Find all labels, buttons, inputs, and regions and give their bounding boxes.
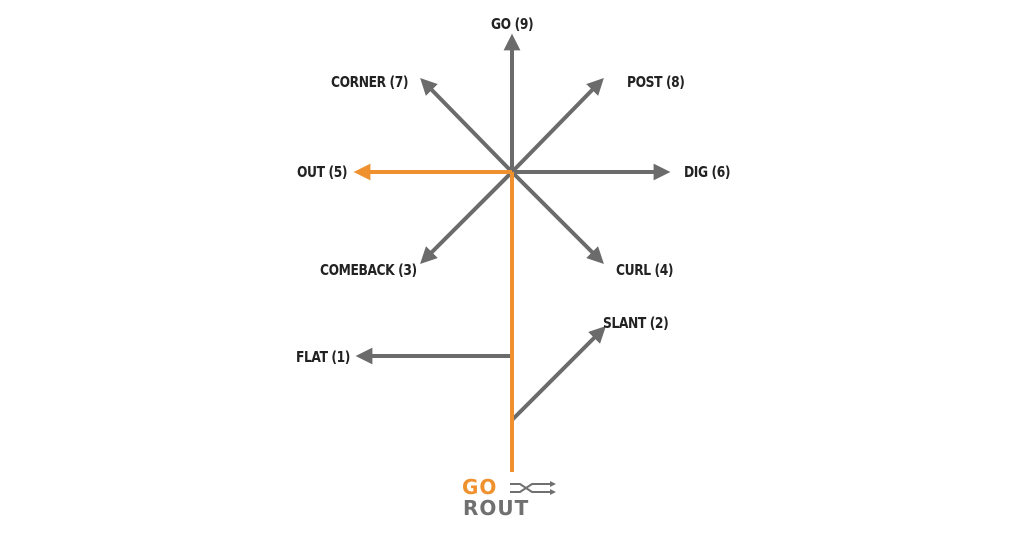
route-line-slant <box>510 326 606 422</box>
gorout-logo: GO ROUT <box>462 476 562 520</box>
route-line-post <box>510 77 604 174</box>
route-label-corner: CORNER (7) <box>331 73 409 91</box>
route-line-corner <box>420 77 514 174</box>
route-label-curl: CURL (4) <box>616 261 674 279</box>
route-label-slant: SLANT (2) <box>603 314 669 332</box>
route-line-curl <box>510 170 604 264</box>
logo-go-text: GO <box>462 475 498 499</box>
route-label-comeback: COMEBACK (3) <box>320 261 417 279</box>
route-line-comeback <box>420 170 514 264</box>
logo-rout-text: ROUT <box>463 496 530 520</box>
route-label-out: OUT (5) <box>297 163 348 181</box>
route-label-dig: DIG (6) <box>684 163 731 181</box>
route-label-post: POST (8) <box>627 73 685 91</box>
route-label-go: GO (9) <box>491 15 534 33</box>
logo-route-arrows-icon <box>510 481 556 495</box>
route-label-flat: FLAT (1) <box>296 348 351 366</box>
